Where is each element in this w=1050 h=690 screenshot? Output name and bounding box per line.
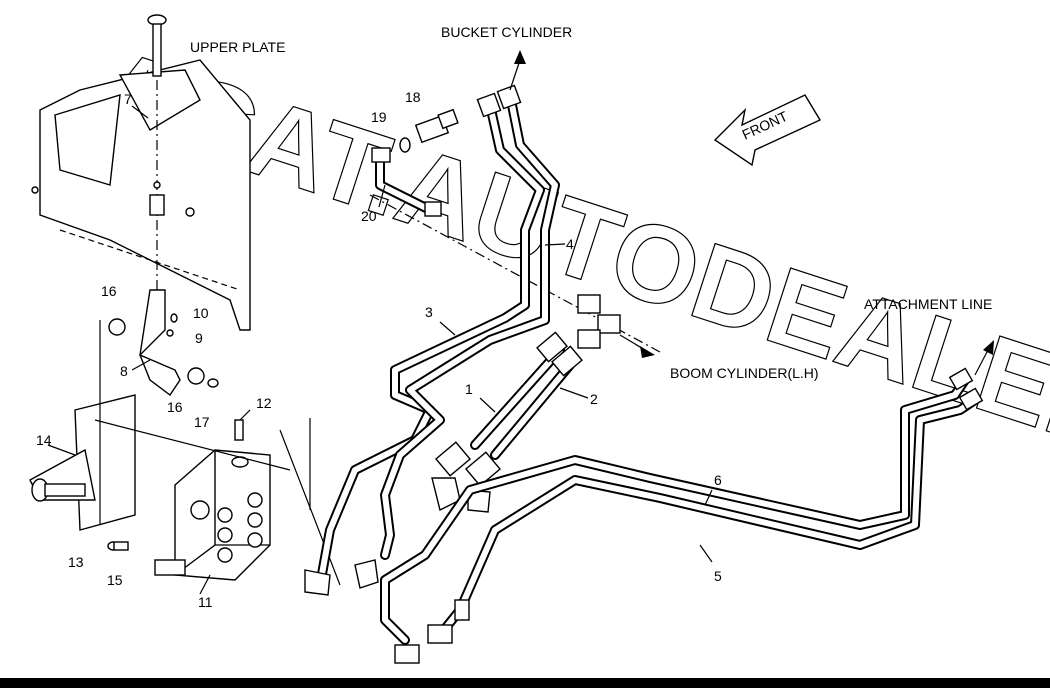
bolt-15: [113, 541, 129, 551]
callout-2: 2: [590, 391, 598, 407]
bolt-7: [147, 14, 167, 290]
boom-cylinder-label: BOOM CYLINDER(L.H): [670, 365, 819, 381]
control-valve-11: [154, 419, 271, 581]
callout-6: 6: [714, 472, 722, 488]
callout-numbers: 1 2 3 4 5 6 7 8 9 10 11 12 13 14 15 16 1…: [36, 89, 722, 610]
upper-plate: [31, 59, 251, 331]
callout-3: 3: [425, 304, 433, 320]
callout-13: 13: [68, 554, 84, 570]
attachment-line-label: ATTACHMENT LINE: [864, 296, 992, 312]
pipe-5-6: [380, 367, 984, 664]
fittings-18-19-20: [371, 108, 459, 217]
bushing-16-bottom: [187, 367, 205, 385]
callout-12: 12: [256, 395, 272, 411]
bracket-14: [29, 394, 136, 551]
callout-17: 17: [194, 414, 210, 430]
callout-10: 10: [193, 305, 209, 321]
front-arrow: FRONT: [713, 94, 822, 167]
bracket-8: [108, 289, 219, 397]
callout-9: 9: [195, 330, 203, 346]
callout-20: 20: [361, 208, 377, 224]
callout-19: 19: [371, 109, 387, 125]
callout-16-top: 16: [101, 283, 117, 299]
callout-8: 8: [120, 363, 128, 379]
pipe-3-4: [304, 84, 560, 596]
callout-1: 1: [465, 381, 473, 397]
tee-fitting: [577, 294, 621, 349]
callout-5: 5: [714, 568, 722, 584]
callout-4: 4: [566, 236, 574, 252]
ring-17: [207, 378, 219, 388]
callout-16-bottom: 16: [167, 399, 183, 415]
callout-7: 7: [124, 91, 132, 107]
callout-14: 14: [36, 432, 52, 448]
bushing-16-top: [108, 318, 126, 336]
hose-1-2: [431, 331, 583, 513]
callout-leaders: [47, 105, 713, 595]
bucket-cylinder-label: BUCKET CYLINDER: [441, 24, 572, 40]
flow-arrows: [509, 50, 994, 376]
bolt-12: [234, 419, 244, 441]
callout-11: 11: [198, 594, 213, 610]
callout-15: 15: [107, 572, 123, 588]
upper-plate-label: UPPER PLATE: [190, 39, 285, 55]
callout-18: 18: [405, 89, 421, 105]
